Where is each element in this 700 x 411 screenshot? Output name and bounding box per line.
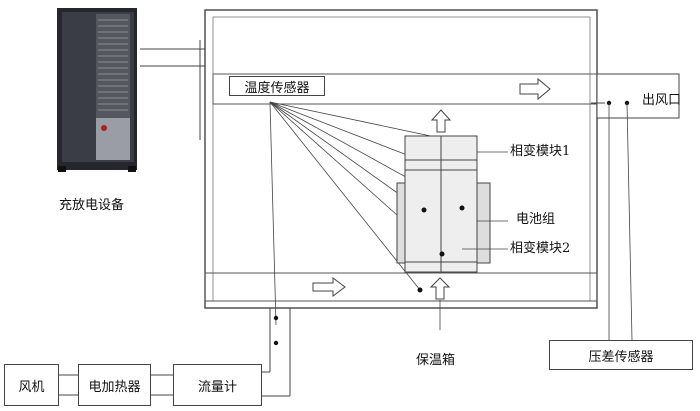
battery-label: 电池组 [516, 212, 556, 227]
flow-arrow-outlet [519, 77, 551, 101]
pcm1-label: 相变模块1 [510, 144, 571, 159]
outlet-duct [212, 73, 680, 119]
charger-cabinet [57, 8, 137, 172]
flow-arrow-duct [312, 277, 346, 297]
flow-arrow-up-bottom [429, 277, 451, 300]
pressure-sensor-label: 压差传感器 [549, 340, 693, 370]
outlet-label: 出风口 [642, 93, 682, 108]
battery-pack [396, 135, 491, 293]
charger-label: 充放电设备 [59, 198, 125, 213]
fan-box: 风机 [4, 364, 59, 406]
flowmeter-box: 流量计 [173, 364, 262, 406]
heater-box: 电加热器 [78, 364, 151, 406]
insulation-box-label: 保温箱 [416, 353, 456, 368]
flow-arrow-up-top [430, 109, 452, 133]
insulation-box [204, 9, 598, 309]
inlet-pipe [262, 308, 291, 397]
temperature-sensor-label: 温度传感器 [229, 76, 325, 96]
pcm2-label: 相变模块2 [510, 241, 571, 256]
